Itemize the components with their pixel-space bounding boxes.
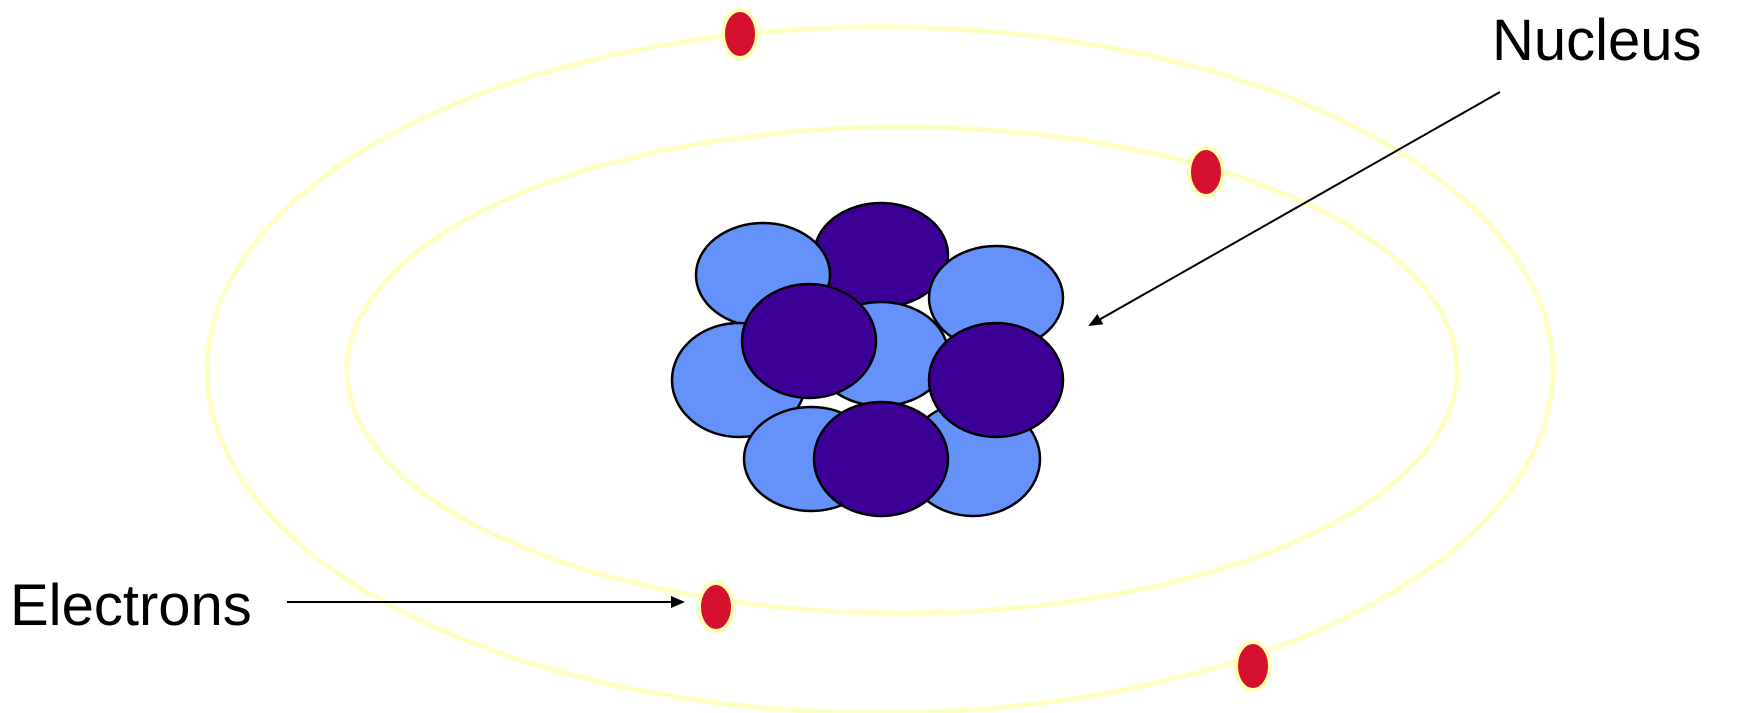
electrons-label: Electrons	[10, 573, 252, 638]
electron	[1187, 146, 1225, 198]
electron	[721, 8, 759, 60]
neutron	[740, 282, 878, 400]
neutron	[927, 321, 1065, 439]
neutron	[812, 400, 950, 518]
nucleus	[670, 201, 1065, 518]
outer-orbit	[204, 24, 1556, 713]
nucleus-arrow	[1088, 91, 1501, 326]
electron	[697, 581, 735, 633]
electrons	[697, 8, 1272, 692]
nucleus-label: Nucleus	[1492, 8, 1702, 73]
inner-orbit	[344, 124, 1460, 616]
electron	[1234, 640, 1272, 692]
orbits	[204, 24, 1556, 713]
